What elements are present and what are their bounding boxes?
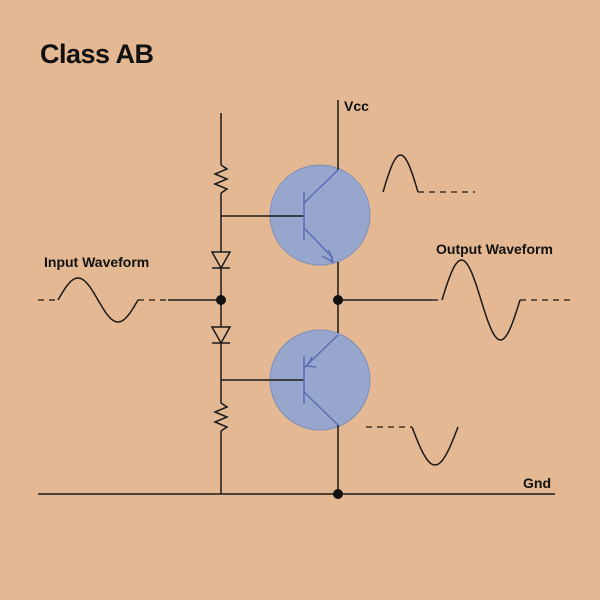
npn-transistor-symbol — [303, 169, 339, 264]
bottom-resistor — [213, 402, 229, 432]
ground-junction-dot — [333, 489, 343, 499]
diagram-title: Class AB — [40, 39, 154, 69]
pnp-emitter-arrow — [305, 356, 317, 368]
upper-diode — [210, 251, 232, 270]
output-sine-wave — [441, 259, 521, 341]
npn-emitter-arrow — [321, 249, 335, 264]
pnp-transistor-symbol — [303, 334, 339, 426]
top-resistor — [213, 164, 229, 194]
output-waveform-label: Output Waveform — [436, 241, 553, 257]
output-junction-dot — [333, 295, 343, 305]
input-junction-dot — [216, 295, 226, 305]
bias-network — [210, 113, 232, 494]
lower-half-waveform — [366, 426, 459, 466]
input-waveform-label: Input Waveform — [44, 254, 149, 270]
upper-half-waveform — [382, 154, 475, 193]
npn-transistor — [269, 164, 371, 266]
positive-half-wave — [382, 154, 419, 193]
vcc-label: Vcc — [344, 98, 369, 114]
gnd-label: Gnd — [523, 475, 551, 491]
input-sine-wave — [57, 277, 139, 323]
negative-half-wave — [411, 426, 459, 466]
lower-diode — [210, 326, 232, 345]
output-waveform — [432, 259, 575, 341]
input-waveform — [38, 277, 168, 323]
